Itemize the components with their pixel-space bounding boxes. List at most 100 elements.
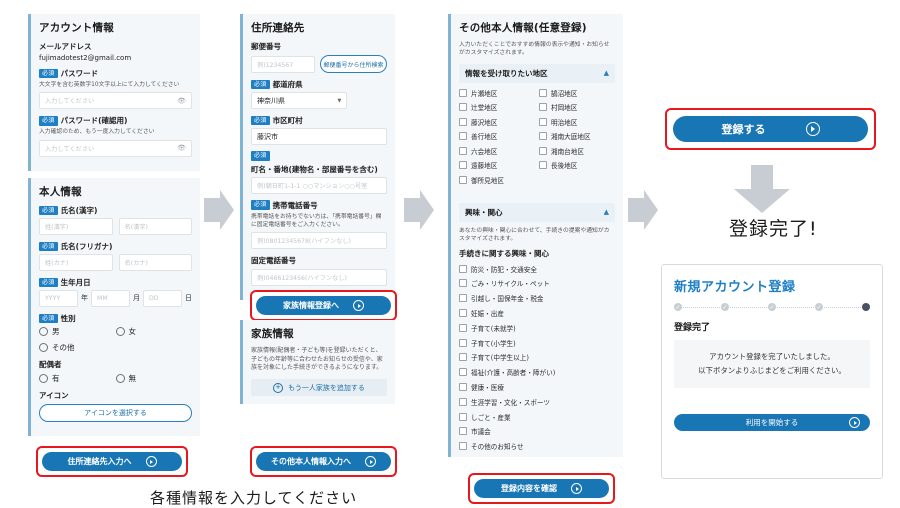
prefecture-select[interactable]: 神奈川県 ▼	[251, 92, 348, 109]
interest-label: 引越し・国保年金・税金	[471, 295, 544, 304]
accordion-districts[interactable]: 情報を受け取りたい地区 ▲	[459, 63, 615, 83]
spouse-radio-no[interactable]: 無	[115, 373, 193, 384]
gender-radio-female[interactable]: 女	[115, 326, 193, 337]
cta-confirm-registration[interactable]: 登録内容を確認	[474, 479, 609, 498]
interest-checkbox[interactable]: 市議会	[459, 426, 615, 436]
interest-checkbox[interactable]: 子育て(小学生)	[459, 338, 615, 348]
district-checkbox[interactable]: 明治地区	[539, 117, 615, 127]
gender-radio-other[interactable]: その他	[39, 342, 116, 353]
district-checkbox[interactable]: 鵠沼地区	[539, 88, 615, 98]
chevron-up-icon: ▲	[603, 208, 609, 217]
birth-day-input[interactable]: DD	[143, 289, 182, 307]
interest-label: 妊娠・出産	[471, 309, 504, 318]
interest-checkbox[interactable]: 福祉(介護・高齢者・障がい)	[459, 367, 615, 377]
district-label: 湘南台地区	[551, 147, 584, 156]
district-checkbox[interactable]: 六会地区	[459, 146, 535, 156]
chevron-down-icon: ▼	[337, 97, 342, 104]
password-confirm-label: パスワード(確認用)	[60, 116, 128, 126]
district-label: 村岡地区	[551, 104, 578, 113]
interest-checkbox[interactable]: 生涯学習・文化・スポーツ	[459, 397, 615, 407]
interest-checkbox[interactable]: 引越し・国保年金・税金	[459, 293, 615, 303]
mobile-input[interactable]: 例)08012345678(ハイフンなし)	[251, 232, 387, 250]
district-checkbox[interactable]: 藤沢地区	[459, 117, 535, 127]
field-street: 必須 町名・番地(建物名・部屋番号を含む) 例)朝日町1-1-1 ○○マンション…	[251, 151, 387, 194]
section-title-family: 家族情報	[251, 328, 294, 340]
district-label: 長後地区	[551, 162, 578, 171]
district-checkbox[interactable]: 善行地区	[459, 131, 535, 141]
cta-other-personal-info[interactable]: その他本人情報入力へ	[256, 452, 391, 471]
field-postal: 郵便番号 例)1234567 郵便番号から住所検索	[251, 41, 387, 73]
interest-checkbox-list: 防災・防犯・交通安全 ごみ・リサイクル・ペット 引越し・国保年金・税金 妊娠・出…	[459, 264, 615, 451]
firstname-kanji-input[interactable]: 名(漢字)	[118, 217, 192, 235]
interest-checkbox[interactable]: 健康・医療	[459, 382, 615, 392]
spouse-radio-yes[interactable]: 有	[39, 373, 116, 384]
interest-checkbox[interactable]: 子育て(中学生以上)	[459, 352, 615, 362]
required-badge: 必須	[251, 200, 270, 210]
gender-radio-male[interactable]: 男	[39, 326, 116, 337]
district-checkbox[interactable]: 片瀬地区	[459, 88, 535, 98]
city-input[interactable]: 藤沢市	[251, 128, 387, 145]
mobile-note: 携帯電話をお持ちでない方は、「携帯電話番号」欄に固定電話番号をご入力ください。	[251, 213, 382, 228]
lastname-kana-placeholder: 姓(カナ)	[45, 259, 69, 267]
arrow-right-circle-icon	[353, 300, 364, 311]
interest-checkbox[interactable]: しごと・産業	[459, 412, 615, 422]
district-checkbox[interactable]: 遠藤地区	[459, 160, 535, 170]
district-checkbox[interactable]: 村岡地区	[539, 102, 615, 112]
checkbox-icon	[459, 264, 467, 273]
password-input[interactable]: 入力してください 👁	[39, 92, 192, 110]
password-confirm-input[interactable]: 入力してください 👁	[39, 139, 192, 157]
required-badge: 必須	[251, 115, 270, 126]
interest-checkbox[interactable]: 防災・防犯・交通安全	[459, 264, 615, 274]
interest-checkbox[interactable]: 妊娠・出産	[459, 308, 615, 318]
completion-message-line1: アカウント登録を完了いたしました。	[709, 352, 835, 361]
postal-search-button[interactable]: 郵便番号から住所検索	[320, 55, 387, 73]
lastname-kanji-input[interactable]: 姓(漢字)	[39, 217, 113, 235]
interest-checkbox[interactable]: その他のお知らせ	[459, 441, 615, 451]
interest-checkbox[interactable]: ごみ・リサイクル・ペット	[459, 278, 615, 288]
start-using-button[interactable]: 利用を開始する	[674, 414, 870, 432]
interest-label: 生涯学習・文化・スポーツ	[471, 398, 550, 407]
completion-card-title: 新規アカウント登録	[674, 280, 796, 295]
postal-label: 郵便番号	[251, 42, 281, 51]
district-checkbox[interactable]: 長後地区	[539, 160, 615, 170]
step-connector	[824, 306, 861, 308]
postal-input[interactable]: 例)1234567	[251, 55, 315, 73]
cta-family-register[interactable]: 家族情報登録へ	[256, 296, 391, 315]
checkbox-icon	[459, 397, 467, 406]
other-info-description: 入力いただくことでおすすめ情報の表示や通知・お知らせがカスタマイズされます。	[459, 42, 610, 57]
street-input[interactable]: 例)朝日町1-1-1 ○○マンション○○号室	[251, 176, 387, 194]
name-kana-label: 氏名(フリガナ)	[60, 241, 113, 251]
add-family-member-button[interactable]: + もう一人家族を追加する	[251, 379, 387, 397]
section-title-account: アカウント情報	[39, 22, 114, 34]
landline-input[interactable]: 例)0466123456(ハイフンなし)	[251, 269, 387, 287]
cta-address-input[interactable]: 住所連絡先入力へ	[42, 452, 182, 471]
panel-family-info: 家族情報 家族情報(配偶者・子ども等)を登録いただくと、子どもの年齢等に合わせた…	[240, 320, 395, 412]
prefecture-label: 都道府県	[272, 80, 303, 89]
interest-checkbox[interactable]: 子育て(未就学)	[459, 323, 615, 333]
lastname-kana-input[interactable]: 姓(カナ)	[39, 253, 113, 271]
district-checkbox[interactable]: 辻堂地区	[459, 102, 535, 112]
district-checkbox[interactable]: 湘南台地区	[539, 146, 615, 156]
eye-icon[interactable]: 👁	[177, 144, 186, 153]
field-birthdate: 必須 生年月日 YYYY 年 MM 月 DD 日	[39, 277, 192, 307]
checkbox-icon	[459, 427, 467, 436]
select-icon-button[interactable]: アイコンを選択する	[39, 403, 192, 422]
checkbox-icon	[459, 161, 467, 170]
firstname-kana-input[interactable]: 名(カナ)	[118, 253, 192, 271]
completion-card: 新規アカウント登録 ✓ ✓ ✓ ✓ 登録完了 アカウント登録を完了いたしました。…	[661, 264, 883, 479]
register-button[interactable]: 登録する	[673, 116, 868, 142]
postal-placeholder: 例)1234567	[257, 61, 294, 69]
district-checkbox[interactable]: 湘南大庭地区	[539, 131, 615, 141]
accordion-interests[interactable]: 興味・関心 ▲	[459, 202, 615, 222]
birth-month-input[interactable]: MM	[91, 289, 130, 307]
field-email: メールアドレス fujimadotest2@gmail.com	[39, 41, 192, 62]
password-label: パスワード	[60, 69, 99, 78]
district-label: 藤沢地区	[471, 118, 498, 127]
district-label: 善行地区	[471, 133, 498, 142]
district-checkbox[interactable]: 御所見地区	[459, 175, 535, 185]
icon-label: アイコン	[39, 390, 69, 400]
down-arrow-icon	[734, 165, 790, 213]
birth-year-input[interactable]: YYYY	[39, 289, 78, 307]
register-button-label: 登録する	[721, 123, 766, 136]
eye-icon[interactable]: 👁	[177, 96, 186, 105]
